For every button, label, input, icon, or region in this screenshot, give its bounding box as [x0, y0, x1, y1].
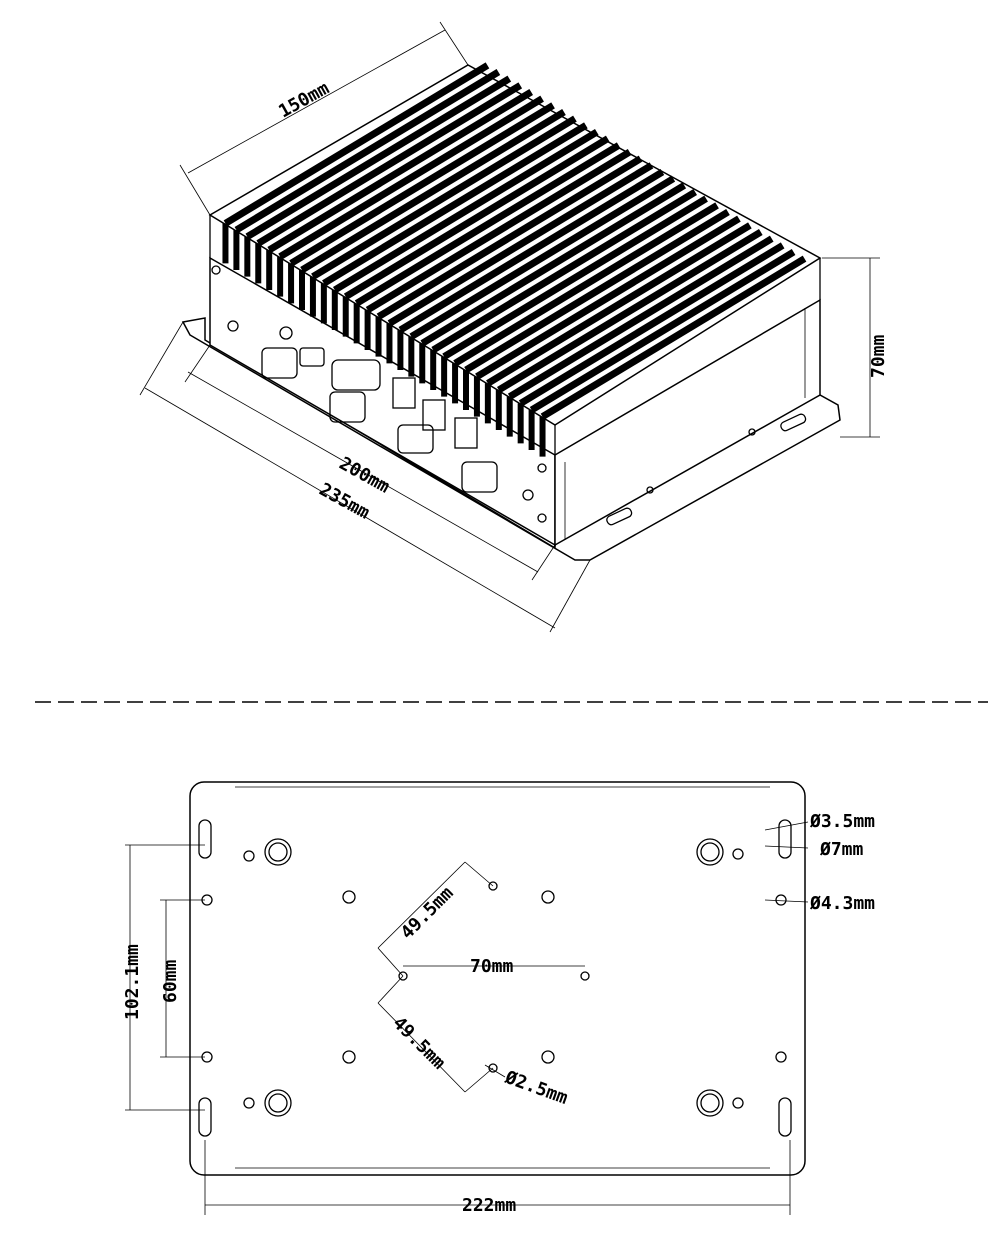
hole-small-label: Ø3.5mm [809, 811, 875, 832]
heatsink-fin [518, 242, 785, 407]
hole-mid-label: Ø4.3mm [809, 893, 875, 914]
hole-slot-label: Ø7mm [819, 839, 864, 860]
heatsink-fin [431, 189, 698, 353]
heatsink-fin [529, 249, 796, 413]
flange-slot [780, 413, 807, 432]
bottom-plate [189, 781, 806, 1176]
heatsink-fin [398, 169, 665, 333]
usb-port [454, 417, 478, 449]
heatsink-fin [507, 235, 774, 400]
heatsink-fin [322, 122, 588, 287]
flange-slot [606, 507, 633, 526]
serial-port [331, 359, 381, 391]
serial-port [397, 424, 434, 454]
vga-port [299, 347, 325, 367]
side-panel [554, 298, 821, 547]
mounting-flange [181, 317, 841, 561]
height-dimension-label: 70mm [868, 334, 889, 378]
heatsink-fin [376, 155, 643, 320]
usb-port [392, 377, 416, 409]
usb-port [422, 399, 446, 431]
width-dimension-label: 222mm [462, 1195, 516, 1216]
outer-vertical-label: 102.1mm [122, 944, 143, 1020]
heatsink-fin [387, 162, 654, 327]
heatsink-fin [278, 95, 544, 260]
heatsink-fin [256, 82, 523, 247]
rubber-feet [264, 838, 724, 1117]
heatsink-fin [234, 69, 501, 233]
heatsink-fin [343, 135, 610, 300]
heatsink-fin [464, 209, 730, 373]
heatsink-fin [486, 222, 752, 387]
keyhole-slots [198, 819, 792, 1137]
heatsink-fin [540, 255, 807, 420]
heatsink-fins [222, 62, 807, 457]
bottom-view: 49.5mm 70mm 49.5mm Ø2.5mm Ø3.5mm Ø7mm Ø4… [122, 781, 875, 1216]
isometric-view: 150mm 70mm 200mm 235mm [139, 21, 889, 633]
heatsink-fin [311, 115, 577, 280]
power-button-icon [279, 326, 293, 340]
heatsink-fin [365, 149, 632, 313]
front-ports [211, 265, 547, 523]
heatsink-fin [223, 62, 490, 227]
vesa-horizontal-label: 70mm [470, 956, 514, 977]
serial-port [461, 461, 498, 493]
serial-port [329, 391, 366, 423]
serial-port [261, 347, 298, 379]
heatsink-fin [475, 215, 741, 380]
heatsink-fin [245, 75, 512, 240]
heatsink-fin [420, 182, 687, 347]
heatsink-fin [442, 195, 708, 360]
heatsink-fin [354, 142, 621, 307]
heatsink-fin [289, 102, 555, 267]
heatsink-fin [267, 89, 534, 253]
heatsink-fin [496, 229, 763, 393]
heatsink-fin [453, 202, 719, 367]
heatsink-fin [409, 175, 676, 340]
inner-vertical-label: 60mm [160, 959, 181, 1003]
width-dimension-label: 150mm [275, 78, 333, 123]
vesa-holes [398, 881, 590, 1073]
heatsink-fin [300, 109, 566, 273]
heatsink-fin [332, 129, 599, 293]
